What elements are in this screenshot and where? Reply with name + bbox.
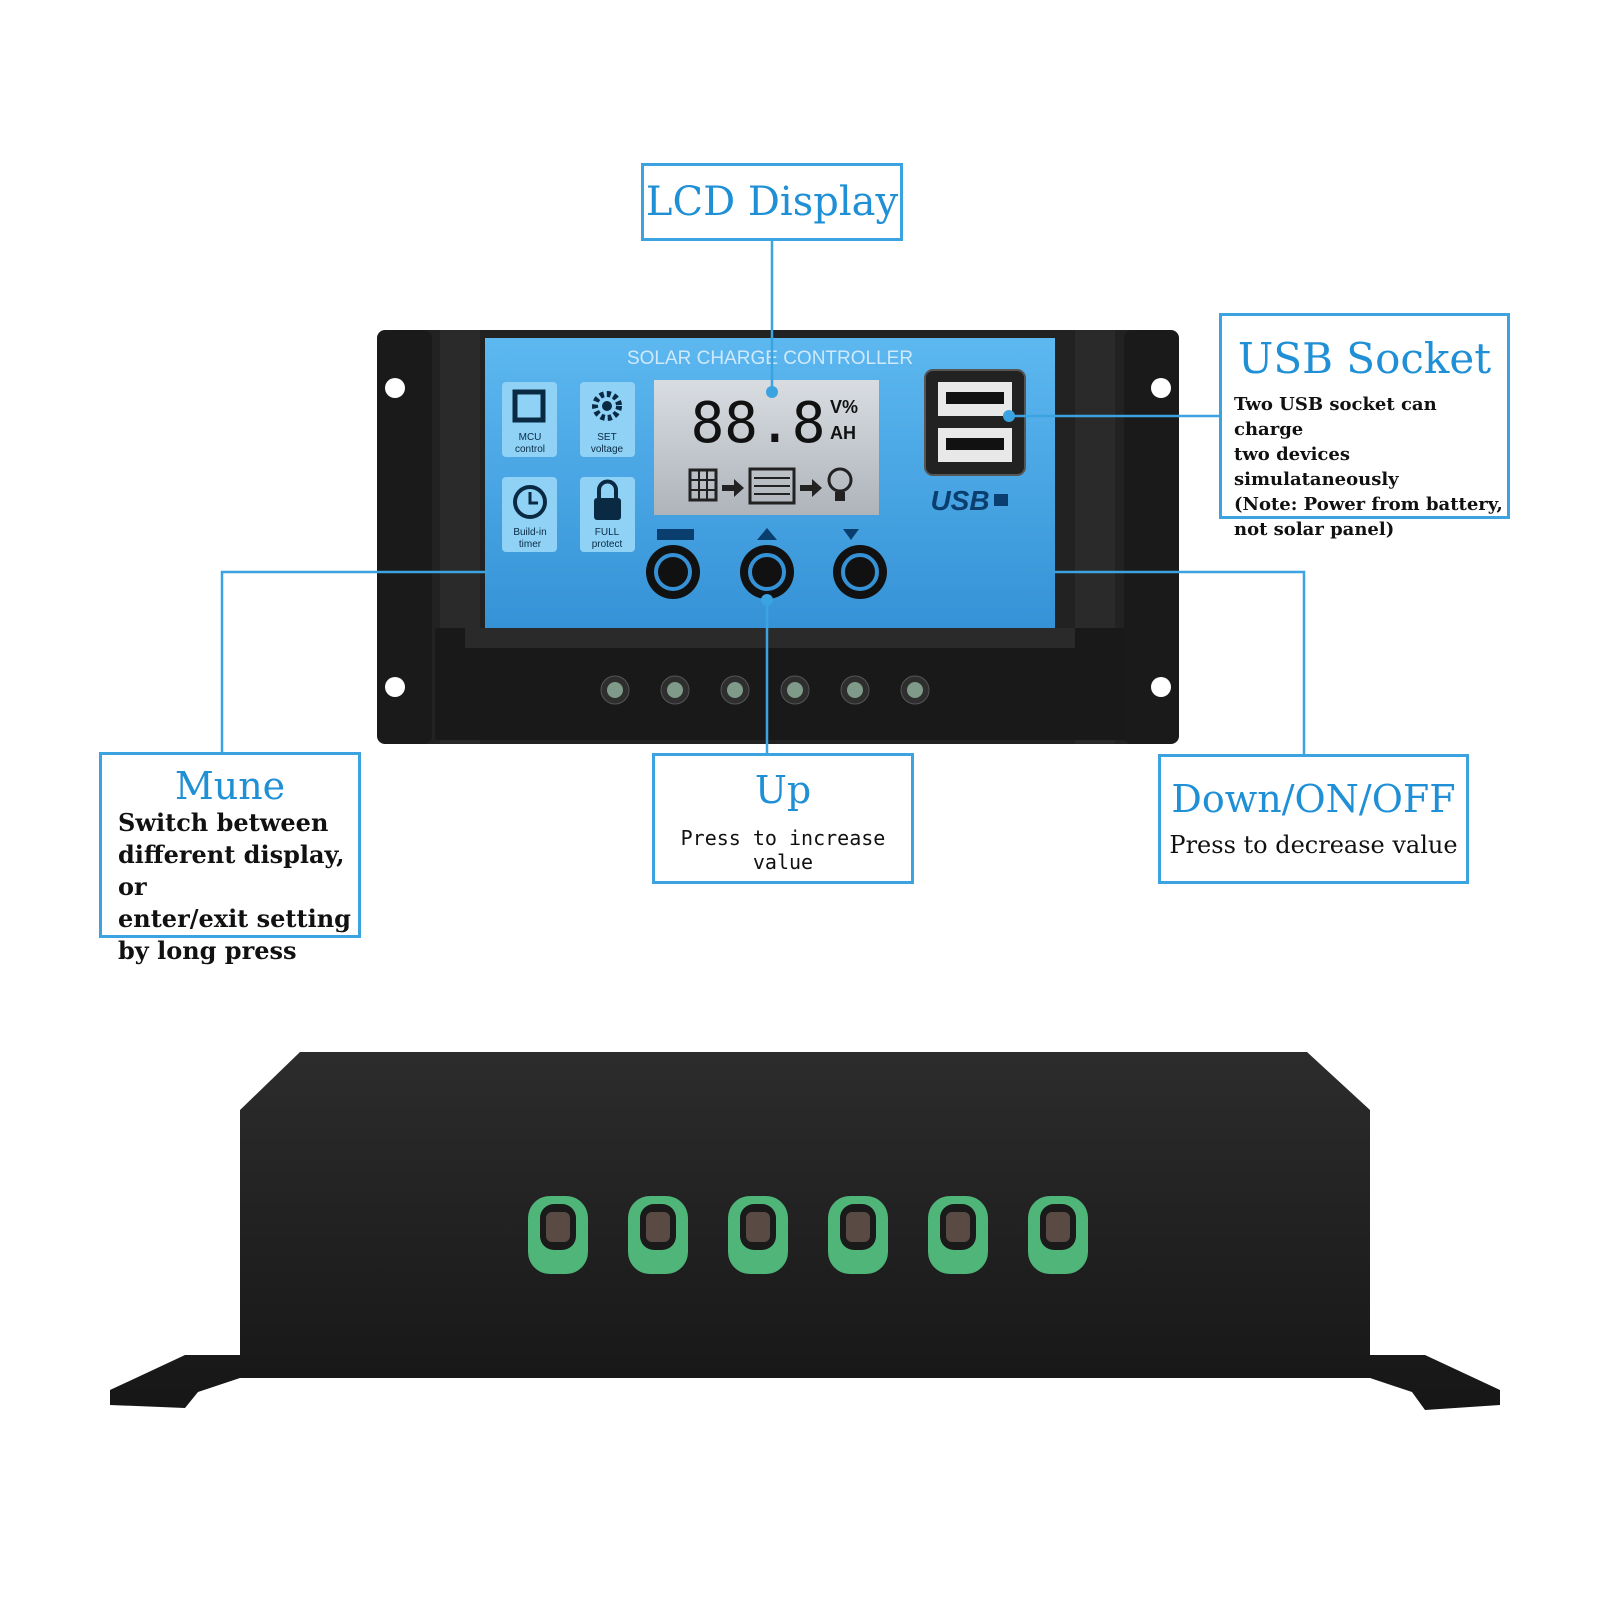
terminal-screw-icon — [600, 675, 630, 705]
panel-label: SOLAR CHARGE CONTROLLER — [627, 348, 913, 369]
lcd-screen: 88.8 V% AH — [654, 380, 879, 515]
desc-line: two devices simulataneously — [1234, 444, 1399, 490]
callout-title: Mune — [174, 764, 286, 808]
right-flange — [1124, 330, 1179, 744]
menu-button[interactable] — [646, 545, 700, 599]
mount-hole-icon — [385, 677, 405, 697]
terminal-screw-icon — [900, 675, 930, 705]
desc-line: by long press — [118, 936, 297, 965]
leader-lines — [220, 241, 1306, 754]
callout-desc: Switch between different display, or ent… — [118, 807, 358, 967]
terminal-screw-icon — [780, 675, 810, 705]
terminal-block-icon — [1028, 1196, 1088, 1274]
arrow-icon — [800, 479, 822, 497]
callout-desc: Press to decrease value — [1169, 831, 1458, 859]
svg-text:Build-in: Build-in — [513, 527, 546, 538]
usb-logo: USB — [930, 485, 989, 516]
svg-text:voltage: voltage — [591, 444, 624, 455]
side-housing — [110, 1052, 1500, 1410]
svg-text:MCU: MCU — [519, 432, 542, 443]
terminal-block-icon — [728, 1196, 788, 1274]
svg-text:protect: protect — [592, 539, 623, 550]
callout-title: LCD Display — [645, 179, 899, 225]
feature-full-protect: FULL protect — [580, 477, 635, 552]
lock-icon — [594, 498, 621, 520]
svg-text:V%: V% — [830, 397, 858, 417]
up-button[interactable] — [740, 545, 794, 599]
callout-desc: Two USB socket can charge two devices si… — [1234, 392, 1507, 542]
feature-set-voltage: SET voltage — [580, 382, 635, 457]
terminal-block-icon — [928, 1196, 988, 1274]
feature-timer: Build-in timer — [502, 477, 557, 552]
chip-icon — [512, 389, 546, 423]
leader-down — [1055, 570, 1306, 754]
desc-line: Switch between — [118, 808, 329, 837]
controller-side-view — [110, 1052, 1500, 1410]
desc-line: (Note: Power from battery, — [1234, 494, 1503, 515]
lcd-digits: 88.8 — [691, 391, 826, 456]
usb-ports: USB — [924, 369, 1026, 516]
leader-menu — [220, 570, 487, 752]
battery-icon — [748, 467, 796, 505]
clock-icon — [513, 485, 547, 519]
callout-title: Up — [754, 768, 812, 812]
down-button[interactable] — [833, 545, 887, 599]
desc-line: not solar panel) — [1234, 519, 1395, 540]
button-row — [646, 528, 887, 599]
left-flange — [377, 330, 432, 744]
terminal-screw-icon — [720, 675, 750, 705]
desc-line: enter/exit setting — [118, 904, 351, 933]
callout-down-on-off: Down/ON/OFF Press to decrease value — [1158, 754, 1469, 884]
callout-title: USB Socket — [1237, 334, 1492, 383]
callout-up: Up Press to increase value — [652, 753, 914, 884]
terminal-screws-top — [600, 675, 930, 705]
desc-line: different display, or — [118, 840, 345, 901]
mount-hole-icon — [385, 378, 405, 398]
lamp-icon — [827, 467, 853, 501]
svg-text:SET: SET — [597, 432, 616, 443]
controller-front-view: SOLAR CHARGE CONTROLLER MCU control SET … — [377, 330, 1179, 744]
feature-mcu: MCU control — [502, 382, 557, 457]
callout-desc: Press to increase value — [680, 826, 886, 874]
callout-menu: Mune Switch between different display, o… — [99, 752, 361, 965]
terminal-block-icon — [628, 1196, 688, 1274]
terminal-block-icon — [828, 1196, 888, 1274]
terminal-block-icon — [528, 1196, 588, 1274]
svg-text:control: control — [515, 444, 545, 455]
svg-text:timer: timer — [519, 539, 542, 550]
callout-lcd-display: LCD Display — [641, 163, 903, 241]
mount-hole-icon — [1151, 677, 1171, 697]
terminal-screw-icon — [660, 675, 690, 705]
callout-title: Down/ON/OFF — [1171, 777, 1456, 821]
mount-hole-icon — [1151, 378, 1171, 398]
desc-line: Two USB socket can charge — [1234, 394, 1437, 440]
svg-text:AH: AH — [830, 423, 856, 443]
callout-usb-socket: USB Socket Two USB socket can charge two… — [1219, 313, 1510, 540]
svg-text:FULL: FULL — [595, 527, 620, 538]
solar-panel-icon — [688, 468, 718, 502]
gear-icon — [592, 391, 622, 421]
terminal-blocks-side — [528, 1196, 1088, 1274]
terminal-screw-icon — [840, 675, 870, 705]
arrow-icon — [722, 479, 744, 497]
